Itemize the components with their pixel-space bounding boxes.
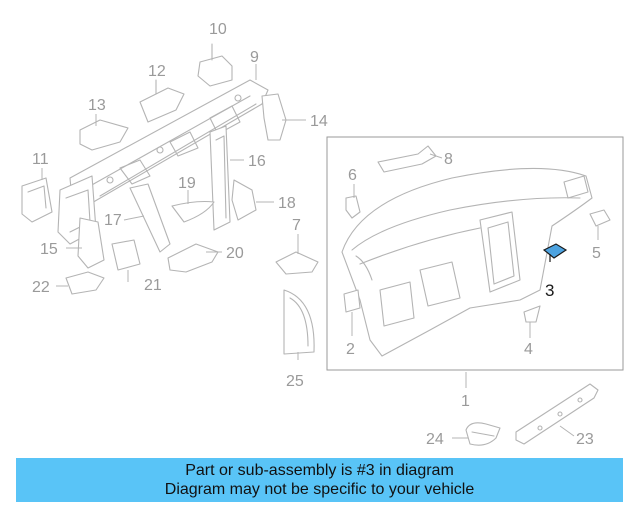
- label-2: 2: [346, 341, 355, 358]
- bracket-16: [209, 125, 231, 231]
- leader-lines: [41, 64, 599, 439]
- label-22: 22: [32, 279, 50, 296]
- label-20: 20: [226, 245, 244, 262]
- bracket-14: [261, 93, 287, 141]
- banner-line-2: Diagram may not be specific to your vehi…: [164, 481, 475, 498]
- label-10: 10: [209, 21, 227, 38]
- bracket-22: [65, 271, 105, 295]
- label-4: 4: [524, 341, 533, 358]
- bracket-15: [77, 217, 105, 269]
- label-9: 9: [250, 49, 259, 66]
- label-7: 7: [292, 217, 301, 234]
- bracket-8: [377, 145, 437, 173]
- bracket-7: [275, 251, 319, 275]
- bracket-21: [111, 239, 141, 271]
- clip-5: [589, 209, 611, 227]
- label-25: 25: [286, 373, 304, 390]
- bracket-17: [129, 183, 171, 253]
- label-24: 24: [426, 431, 444, 448]
- instrument-panel: [341, 167, 593, 357]
- side-panel-25: [283, 289, 315, 355]
- bracket-13: [79, 119, 129, 151]
- label-8: 8: [444, 151, 453, 168]
- label-6: 6: [348, 167, 357, 184]
- bracket-10: [197, 43, 233, 87]
- bracket-4: [523, 305, 541, 323]
- banner-line-1: Part or sub-assembly is #3 in diagram: [185, 462, 454, 479]
- label-12: 12: [148, 63, 166, 80]
- bracket-24: [465, 422, 501, 446]
- bracket-18: [231, 179, 257, 221]
- label-15: 15: [40, 241, 58, 258]
- label-23: 23: [576, 431, 594, 448]
- bracket-11: [21, 177, 53, 223]
- label-3: 3: [545, 281, 554, 300]
- label-17: 17: [104, 212, 122, 229]
- bracket-6: [345, 195, 361, 219]
- label-21: 21: [144, 277, 162, 294]
- bracket-2: [343, 289, 361, 313]
- bracket-12: [139, 79, 185, 123]
- rail-23: [515, 383, 599, 445]
- bracket-19: [171, 200, 215, 223]
- label-16: 16: [248, 153, 266, 170]
- bracket-20: [167, 243, 219, 273]
- label-5: 5: [592, 245, 601, 262]
- label-13: 13: [88, 97, 106, 114]
- instrument-panel-frame: [326, 136, 624, 371]
- label-1: 1: [461, 393, 470, 410]
- label-19: 19: [178, 175, 196, 192]
- label-18: 18: [278, 195, 296, 212]
- label-11: 11: [32, 151, 49, 168]
- part-number-labels: 10 9 12 13 14 11 16 19 18 17 15 20 21 22…: [32, 21, 601, 448]
- clip-3-highlighted: [542, 243, 568, 262]
- label-14: 14: [310, 113, 328, 130]
- info-banner: Part or sub-assembly is #3 in diagram Di…: [16, 458, 623, 502]
